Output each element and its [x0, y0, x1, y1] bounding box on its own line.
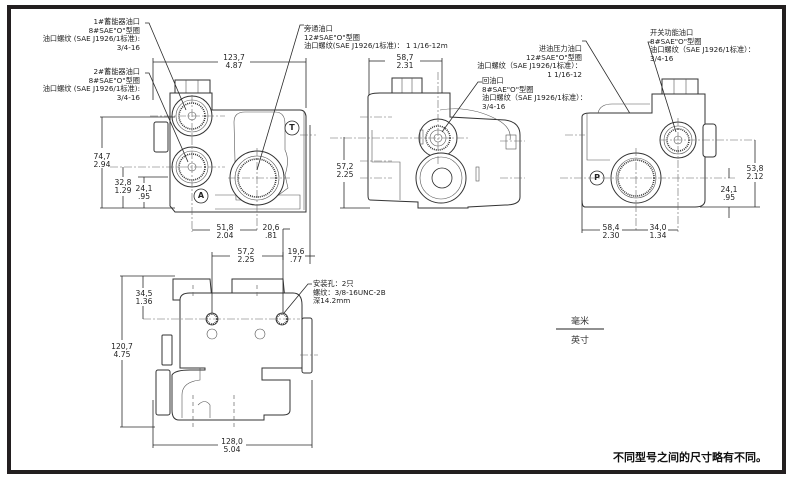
dim-rear-height-24: 24,1.95 — [720, 185, 738, 202]
label-oring: 12#SAE"O"型圈 — [526, 52, 582, 62]
label-oring: 8#SAE"O"型圈 — [482, 84, 534, 94]
dim-top-offset: 19,6.77 — [287, 247, 305, 264]
label-accumulator-1: 1#蓄能器油口 8#SAE"O"型圈 油口螺纹 (SAE J1926/1标准):… — [42, 17, 140, 52]
port-marker-t — [284, 120, 300, 136]
top-side-nut — [155, 369, 171, 416]
label-title: 进油压力油口 — [538, 44, 582, 53]
label-oring: 8#SAE"O"型圈 — [88, 75, 140, 85]
label-thread: 3/4-16 — [650, 53, 674, 63]
dim-front-horiz-20: 20,6.81 — [262, 223, 280, 240]
label-mount-holes: 安装孔：2只 螺纹：3/8-16UNC-2B 深14.2mm — [313, 279, 386, 306]
marker-t-text: T — [289, 123, 295, 132]
label-title: 回油口 — [482, 76, 504, 85]
label-thread-std: 油口螺纹（SAE J1926/1标准）： — [482, 93, 587, 103]
marker-p-text: P — [594, 173, 600, 182]
label-oring: 12#SAE"O"型圈 — [304, 32, 360, 42]
label-thread-std: 油口螺纹 (SAE J1926/1标准): — [42, 34, 140, 44]
label-thread-std: 油口螺纹（SAE J1926/1标准）： — [650, 45, 755, 55]
label-oring: 8#SAE"O"型圈 — [650, 36, 702, 46]
label-bypass: 旁通油口 12#SAE"O"型圈 油口螺纹(SAE J1926/1标准)： 1 … — [304, 24, 448, 51]
marker-a-text: A — [197, 191, 205, 200]
label-title: 旁通油口 — [304, 24, 333, 33]
port-marker-a — [193, 188, 209, 204]
rear-view — [560, 41, 760, 233]
label-accumulator-2: 2#蓄能器油口 8#SAE"O"型圈 油口螺纹 (SAE J1926/1标准):… — [42, 67, 140, 102]
label-thread: 3/4-16 — [482, 101, 506, 111]
label-thread: 3/4-16 — [116, 42, 140, 52]
rear-top-plug — [661, 78, 699, 95]
label-oring: 8#SAE"O"型圈 — [88, 25, 140, 35]
front-side-nut — [153, 121, 169, 153]
label-inlet: 进油压力油口 12#SAE"O"型圈 油口螺纹（SAE J1926/1标准）： … — [477, 44, 582, 79]
label-thread: 1 1/16-12 — [547, 69, 582, 79]
label-title: 1#蓄能器油口 — [93, 17, 140, 26]
label-thread-std: 油口螺纹（SAE J1926/1标准）： — [477, 61, 582, 71]
label-depth: 深14.2mm — [313, 296, 351, 306]
label-title: 安装孔：2只 — [313, 279, 354, 288]
label-thread: 3/4-16 — [116, 92, 140, 102]
label-thread-std: 油口螺纹(SAE J1926/1标准)： 1 1/16-12m — [304, 41, 448, 51]
side-top-plug — [391, 77, 423, 94]
label-title: 开关功能油口 — [650, 28, 694, 37]
top-view — [120, 252, 318, 448]
units-inch: 英寸 — [570, 336, 589, 346]
side-view — [330, 40, 641, 209]
label-return: 回油口 8#SAE"O"型圈 油口螺纹（SAE J1926/1标准）： 3/4-… — [482, 76, 587, 111]
top-body — [171, 292, 303, 421]
label-title: 2#蓄能器油口 — [93, 67, 140, 76]
units-mm: 毫米 — [570, 317, 589, 327]
rear-side-nut — [702, 123, 717, 158]
label-thread-std: 油口螺纹 (SAE J1926/1标准): — [42, 84, 140, 94]
label-switch: 开关功能油口 8#SAE"O"型圈 油口螺纹（SAE J1926/1标准）： 3… — [650, 28, 755, 63]
front-view — [100, 22, 316, 264]
label-thread: 螺纹：3/8-16UNC-2B — [313, 287, 386, 297]
footnote: 不同型号之间的尺寸略有不同。 — [613, 451, 767, 464]
dim-front-height-24: 24,1.95 — [135, 184, 153, 201]
